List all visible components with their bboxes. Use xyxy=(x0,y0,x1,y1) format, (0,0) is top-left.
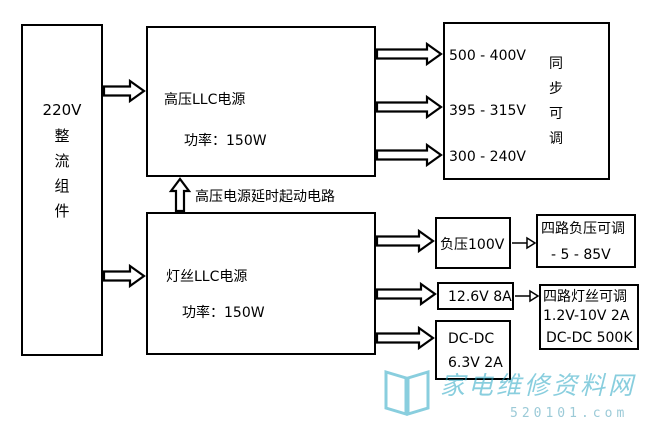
filament-adjust-line2: 1.2V-10V 2A xyxy=(543,308,630,324)
filament-llc-power: 功率：150W xyxy=(182,305,265,321)
watermark-text: 家电维修资料网 xyxy=(440,371,637,400)
dcdc-line2: 6.3V 2A xyxy=(448,355,503,371)
watermark: 家电维修资料网 520101.com xyxy=(382,362,654,428)
arrow-12v-to-filament-adjust xyxy=(515,289,540,303)
filament-adjust-line3: DC-DC 500K xyxy=(546,330,633,346)
hv-output-box: 500 - 400V 395 - 315V 300 - 240V 同步可调 xyxy=(443,22,610,180)
hv-output-3: 300 - 240V xyxy=(449,149,526,165)
filament-llc-box: 灯丝LLC电源 功率：150W xyxy=(146,212,376,355)
book-logo-icon xyxy=(384,369,430,417)
arrow-hv-out-2 xyxy=(375,94,443,120)
arrow-hv-out-3 xyxy=(375,142,443,168)
hv-output-2: 395 - 315V xyxy=(449,103,526,119)
negative-adjust-line1: 四路负压可调 xyxy=(541,221,625,237)
arrow-filament-to-12v xyxy=(375,281,437,307)
negative-adjust-line2: - 5 - 85V xyxy=(551,247,611,263)
sync-adjust-label: 同步可调 xyxy=(549,56,563,147)
negative-adjust-box: 四路负压可调 - 5 - 85V xyxy=(536,214,636,268)
dcdc-box: DC-DC 6.3V 2A xyxy=(435,320,511,380)
rectifier-chars-label: 整流组件 xyxy=(54,127,70,220)
negative-voltage-box: 负压100V xyxy=(435,217,511,269)
hv-llc-power: 功率：150W xyxy=(184,133,267,149)
arrow-filament-to-negative xyxy=(375,228,435,254)
arrow-negative-to-adjust xyxy=(512,236,537,250)
delay-circuit-label: 高压电源延时起动电路 xyxy=(195,189,335,205)
hv-llc-title: 高压LLC电源 xyxy=(164,92,246,108)
rectifier-voltage-label: 220V xyxy=(42,101,82,119)
arrow-hv-out-1 xyxy=(375,41,443,67)
arrow-filament-to-dcdc xyxy=(375,325,435,351)
negative-voltage-label: 负压100V xyxy=(440,237,505,253)
watermark-url: 520101.com xyxy=(510,406,629,421)
dcdc-line1: DC-DC xyxy=(448,331,495,347)
arrow-rectifier-to-filament xyxy=(102,263,146,289)
filament-adjust-line1: 四路灯丝可调 xyxy=(543,289,627,305)
rectifier-box: 220V 整流组件 xyxy=(21,24,103,356)
filament-output-label: 12.6V 8A xyxy=(448,289,512,305)
filament-llc-title: 灯丝LLC电源 xyxy=(166,269,248,285)
filament-adjust-box: 四路灯丝可调 1.2V-10V 2A DC-DC 500K xyxy=(539,284,639,350)
hv-output-1: 500 - 400V xyxy=(449,48,526,64)
arrow-rectifier-to-hv xyxy=(102,78,146,104)
arrow-delay-start xyxy=(168,177,192,213)
filament-output-box: 12.6V 8A xyxy=(437,282,514,310)
hv-llc-box: 高压LLC电源 功率：150W xyxy=(146,26,376,177)
